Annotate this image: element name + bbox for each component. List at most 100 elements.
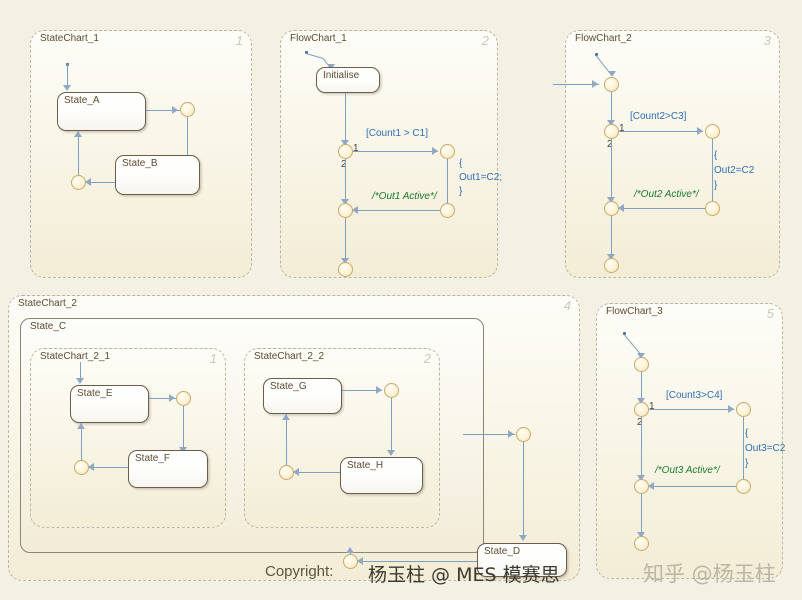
default-transition-dot — [305, 51, 308, 54]
wire — [649, 409, 734, 411]
comment-label: /*Out1 Active*/ — [372, 191, 437, 202]
junction[interactable] — [384, 383, 399, 398]
junction[interactable] — [736, 402, 751, 417]
junction-decision[interactable] — [604, 124, 619, 139]
state-e[interactable]: State_E — [70, 385, 149, 423]
junction[interactable] — [176, 391, 191, 406]
junction[interactable] — [705, 201, 720, 216]
state-initialise[interactable]: Initialise — [316, 67, 380, 93]
panel-flowchart-3[interactable]: FlowChart_3 5 — [596, 303, 783, 579]
state-g[interactable]: State_G — [263, 378, 342, 414]
panel-title: StateChart_2_1 — [40, 351, 111, 362]
comment-label: /*Out3 Active*/ — [655, 465, 720, 476]
junction[interactable] — [74, 460, 89, 475]
arrowhead-icon — [63, 85, 71, 91]
arrowhead-icon — [282, 414, 290, 420]
junction[interactable] — [440, 144, 455, 159]
panel-number: 3 — [763, 33, 771, 48]
arrowhead-icon — [637, 398, 645, 404]
wire — [342, 390, 382, 392]
panel-title: StateChart_2_2 — [254, 351, 325, 362]
wire — [286, 414, 288, 465]
wire — [294, 472, 340, 474]
wire — [78, 131, 80, 175]
action-body: Out1=C2; — [459, 172, 503, 183]
wire — [80, 362, 82, 382]
action-open-brace: { — [459, 158, 463, 169]
arrowhead-icon — [341, 199, 349, 205]
action-close-brace: } — [714, 180, 718, 191]
order-label: 1 — [619, 123, 625, 134]
arrowhead-icon — [387, 450, 395, 456]
panel-number: 2 — [423, 351, 431, 366]
junction[interactable] — [736, 479, 751, 494]
junction[interactable] — [343, 554, 358, 569]
junction-merge[interactable] — [634, 479, 649, 494]
panel-number: 5 — [766, 306, 774, 321]
state-d[interactable]: State_D — [477, 543, 567, 577]
wire — [358, 561, 477, 563]
junction[interactable] — [180, 102, 195, 117]
condition-label: [Count1 > C1] — [366, 128, 428, 139]
state-f[interactable]: State_F — [128, 450, 208, 488]
junction-entry[interactable] — [634, 357, 649, 372]
panel-title: FlowChart_2 — [575, 33, 632, 44]
panel-number: 1 — [235, 33, 243, 48]
state-b[interactable]: State_B — [115, 155, 200, 195]
wire — [641, 417, 643, 479]
panel-statechart-2-2[interactable]: StateChart_2_2 2 — [244, 348, 440, 528]
panel-flowchart-1[interactable]: FlowChart_1 2 — [280, 30, 498, 278]
state-label: State_D — [484, 546, 521, 557]
arrowhead-icon — [728, 405, 734, 413]
arrowhead-icon — [697, 127, 703, 135]
arrowhead-icon — [77, 423, 85, 429]
arrowhead-icon — [607, 254, 615, 260]
order-label: 1 — [353, 143, 359, 154]
junction-merge[interactable] — [604, 201, 619, 216]
state-label: State_C — [30, 321, 67, 332]
junction-decision[interactable] — [634, 402, 649, 417]
junction[interactable] — [516, 427, 531, 442]
state-label: State_E — [77, 388, 113, 399]
junction[interactable] — [279, 465, 294, 480]
wire — [89, 467, 128, 469]
junction-entry[interactable] — [604, 77, 619, 92]
arrowhead-icon — [508, 430, 514, 438]
arrowhead-icon — [618, 204, 624, 212]
order-label: 2 — [637, 417, 643, 428]
panel-flowchart-2[interactable]: FlowChart_2 3 — [565, 30, 780, 278]
panel-statechart-1[interactable]: StateChart_1 1 — [30, 30, 252, 278]
wire — [743, 417, 745, 480]
arrowhead-icon — [637, 532, 645, 538]
arrowhead-icon — [376, 386, 382, 394]
state-label: Initialise — [323, 70, 360, 81]
wire — [149, 398, 176, 400]
state-label: State_G — [270, 381, 307, 392]
junction-merge[interactable] — [338, 203, 353, 218]
junction[interactable] — [71, 175, 86, 190]
wire — [81, 423, 83, 460]
wire — [611, 92, 613, 124]
panel-statechart-2-1[interactable]: StateChart_2_1 1 — [30, 348, 226, 528]
wire — [523, 442, 525, 539]
copyright-label: Copyright: — [265, 563, 334, 580]
wire — [345, 218, 347, 262]
junction-decision[interactable] — [338, 144, 353, 159]
wire — [67, 64, 69, 86]
junction-terminal[interactable] — [634, 536, 649, 551]
state-label: State_H — [347, 460, 384, 471]
arrowhead-icon — [519, 535, 527, 541]
action-close-brace: } — [459, 186, 463, 197]
condition-label: [Count3>C4] — [666, 390, 723, 401]
action-body: Out3=C2 — [745, 443, 786, 454]
state-h[interactable]: State_H — [340, 457, 423, 494]
junction-terminal[interactable] — [604, 258, 619, 273]
junction[interactable] — [705, 124, 720, 139]
junction-terminal[interactable] — [338, 262, 353, 277]
junction[interactable] — [440, 203, 455, 218]
state-a[interactable]: State_A — [57, 92, 146, 131]
panel-number: 1 — [209, 351, 217, 366]
arrowhead-icon — [607, 120, 615, 126]
condition-label: [Count2>C3] — [630, 111, 687, 122]
panel-title: FlowChart_1 — [290, 33, 347, 44]
